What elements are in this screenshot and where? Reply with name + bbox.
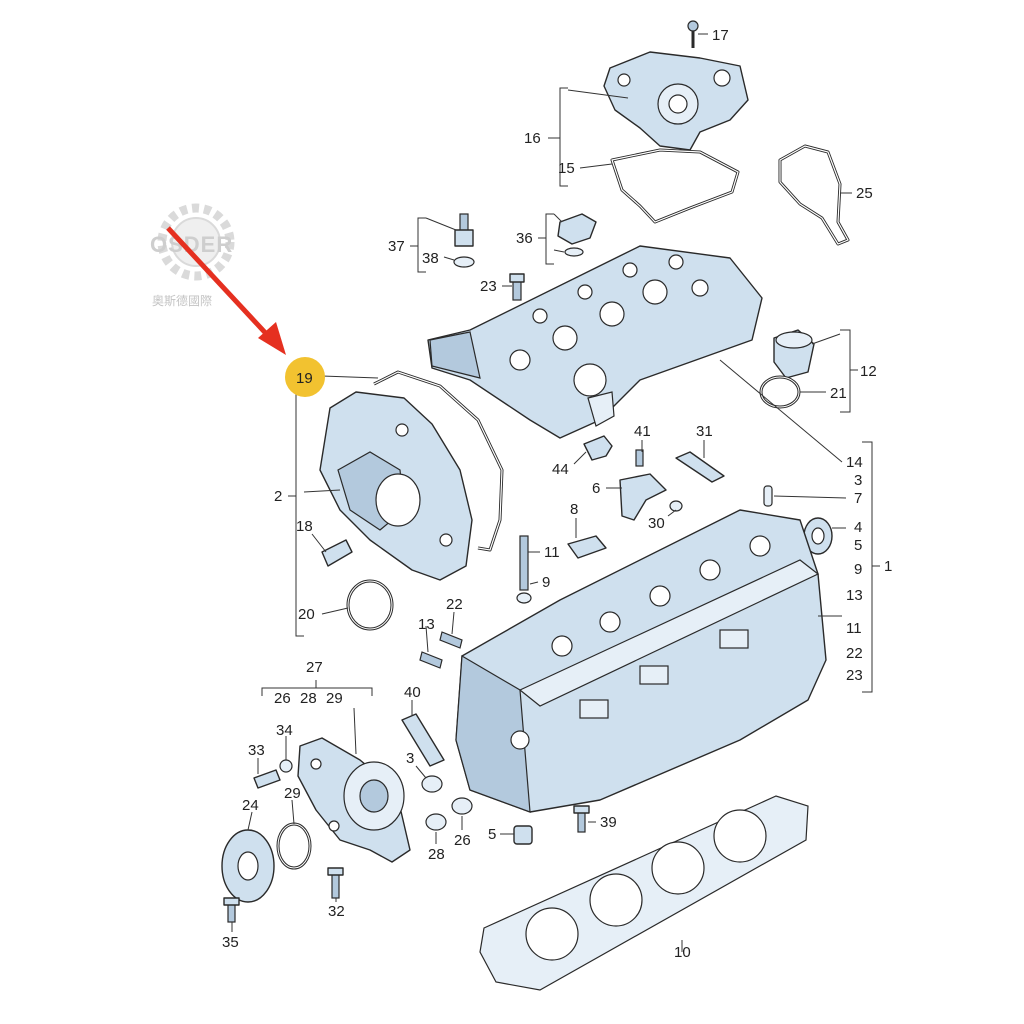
watermark-subtitle: 奧斯德國際 [152,293,212,308]
seal-21 [759,375,801,409]
label-4: 4 [854,519,862,536]
label-27: 27 [306,659,323,676]
label-15: 15 [558,160,575,177]
label-22-right: 22 [846,645,863,662]
label-12: 12 [860,363,877,380]
oil-filler-cap [773,329,815,379]
label-2: 2 [274,488,282,505]
seal-29 [276,822,312,870]
label-3-lower: 3 [406,750,414,767]
label-39: 39 [600,814,617,831]
label-33: 33 [248,742,265,759]
label-17: 17 [712,27,729,44]
plug-5 [513,825,533,845]
bolt-39 [573,805,590,833]
bolt-33 [253,769,281,789]
bushing-26 [451,797,473,815]
label-6: 6 [592,480,600,497]
gasket-25 [778,144,850,246]
label-35: 35 [222,934,239,951]
label-40: 40 [404,684,421,701]
label-22-left: 22 [446,596,463,613]
cap-36 [557,213,597,257]
washer-9 [516,592,532,604]
label-11-right: 11 [846,620,862,637]
label-38: 38 [422,250,439,267]
label-44: 44 [552,461,569,478]
label-9-right: 9 [854,561,862,578]
label-14: 14 [846,454,863,471]
label-16: 16 [524,130,541,147]
valve-6 [619,473,667,521]
label-13-left: 13 [418,616,435,633]
label-21: 21 [830,385,847,402]
label-37: 37 [388,238,405,255]
label-24: 24 [242,797,259,814]
washer-34 [279,759,293,773]
label-8: 8 [570,501,578,518]
label-19-highlight: 19 [296,370,313,387]
label-5-lower: 5 [488,826,496,843]
strip-40 [401,713,445,767]
cylinder-head [455,509,827,813]
timing-cover-gasket [373,370,504,552]
washer-30 [669,500,683,512]
bolt-18 [321,539,353,567]
label-31: 31 [696,423,713,440]
sensor-37 [453,213,475,268]
label-9-mid: 9 [542,574,550,591]
thermostat-housing [603,20,749,151]
pulley-24 [221,829,275,903]
bolt-32 [327,867,344,899]
bracket-8 [567,535,607,559]
bolt-23 [509,273,525,301]
label-23-right: 23 [846,667,863,684]
label-36: 36 [516,230,533,247]
thermostat-gasket [610,148,740,224]
label-23-top: 23 [480,278,497,295]
pointer-arrow-icon [166,226,286,355]
rod-31 [675,451,725,483]
label-5-right: 5 [854,537,862,554]
camshaft-housing [427,245,763,439]
label-20: 20 [298,606,315,623]
label-29-group: 29 [326,690,343,707]
label-11-mid: 11 [544,544,560,561]
highlight-marker: 19 [285,357,325,397]
label-26-group: 26 [274,690,291,707]
label-7: 7 [854,490,862,507]
seal-20 [346,579,394,631]
label-29: 29 [284,785,301,802]
label-26: 26 [454,832,471,849]
label-41: 41 [634,423,651,440]
head-gasket [479,795,809,991]
bolt-41 [635,449,644,467]
leader-lines [231,33,880,952]
bolt-35 [223,897,240,923]
watermark: OSDER 奧斯德國際 [150,203,235,308]
part-labels: 17 16 15 25 37 38 36 23 12 21 41 31 44 6… [222,27,892,961]
label-25: 25 [856,185,873,202]
timing-cover [319,391,473,581]
stud-11 [519,535,529,591]
label-28-group: 28 [300,690,317,707]
label-30: 30 [648,515,665,532]
label-10: 10 [674,944,691,961]
vacuum-pump [297,737,411,863]
plug-3 [421,775,443,793]
connector-44 [583,435,613,461]
label-13-right: 13 [846,587,863,604]
label-32: 32 [328,903,345,920]
label-18: 18 [296,518,313,535]
label-1: 1 [884,558,892,575]
label-28: 28 [428,846,445,863]
pin-7 [763,485,773,507]
studs-13-22 [419,631,463,669]
label-3-right: 3 [854,472,862,489]
gear-logo-icon [157,203,235,281]
bushing-28 [425,813,447,831]
label-34: 34 [276,722,293,739]
